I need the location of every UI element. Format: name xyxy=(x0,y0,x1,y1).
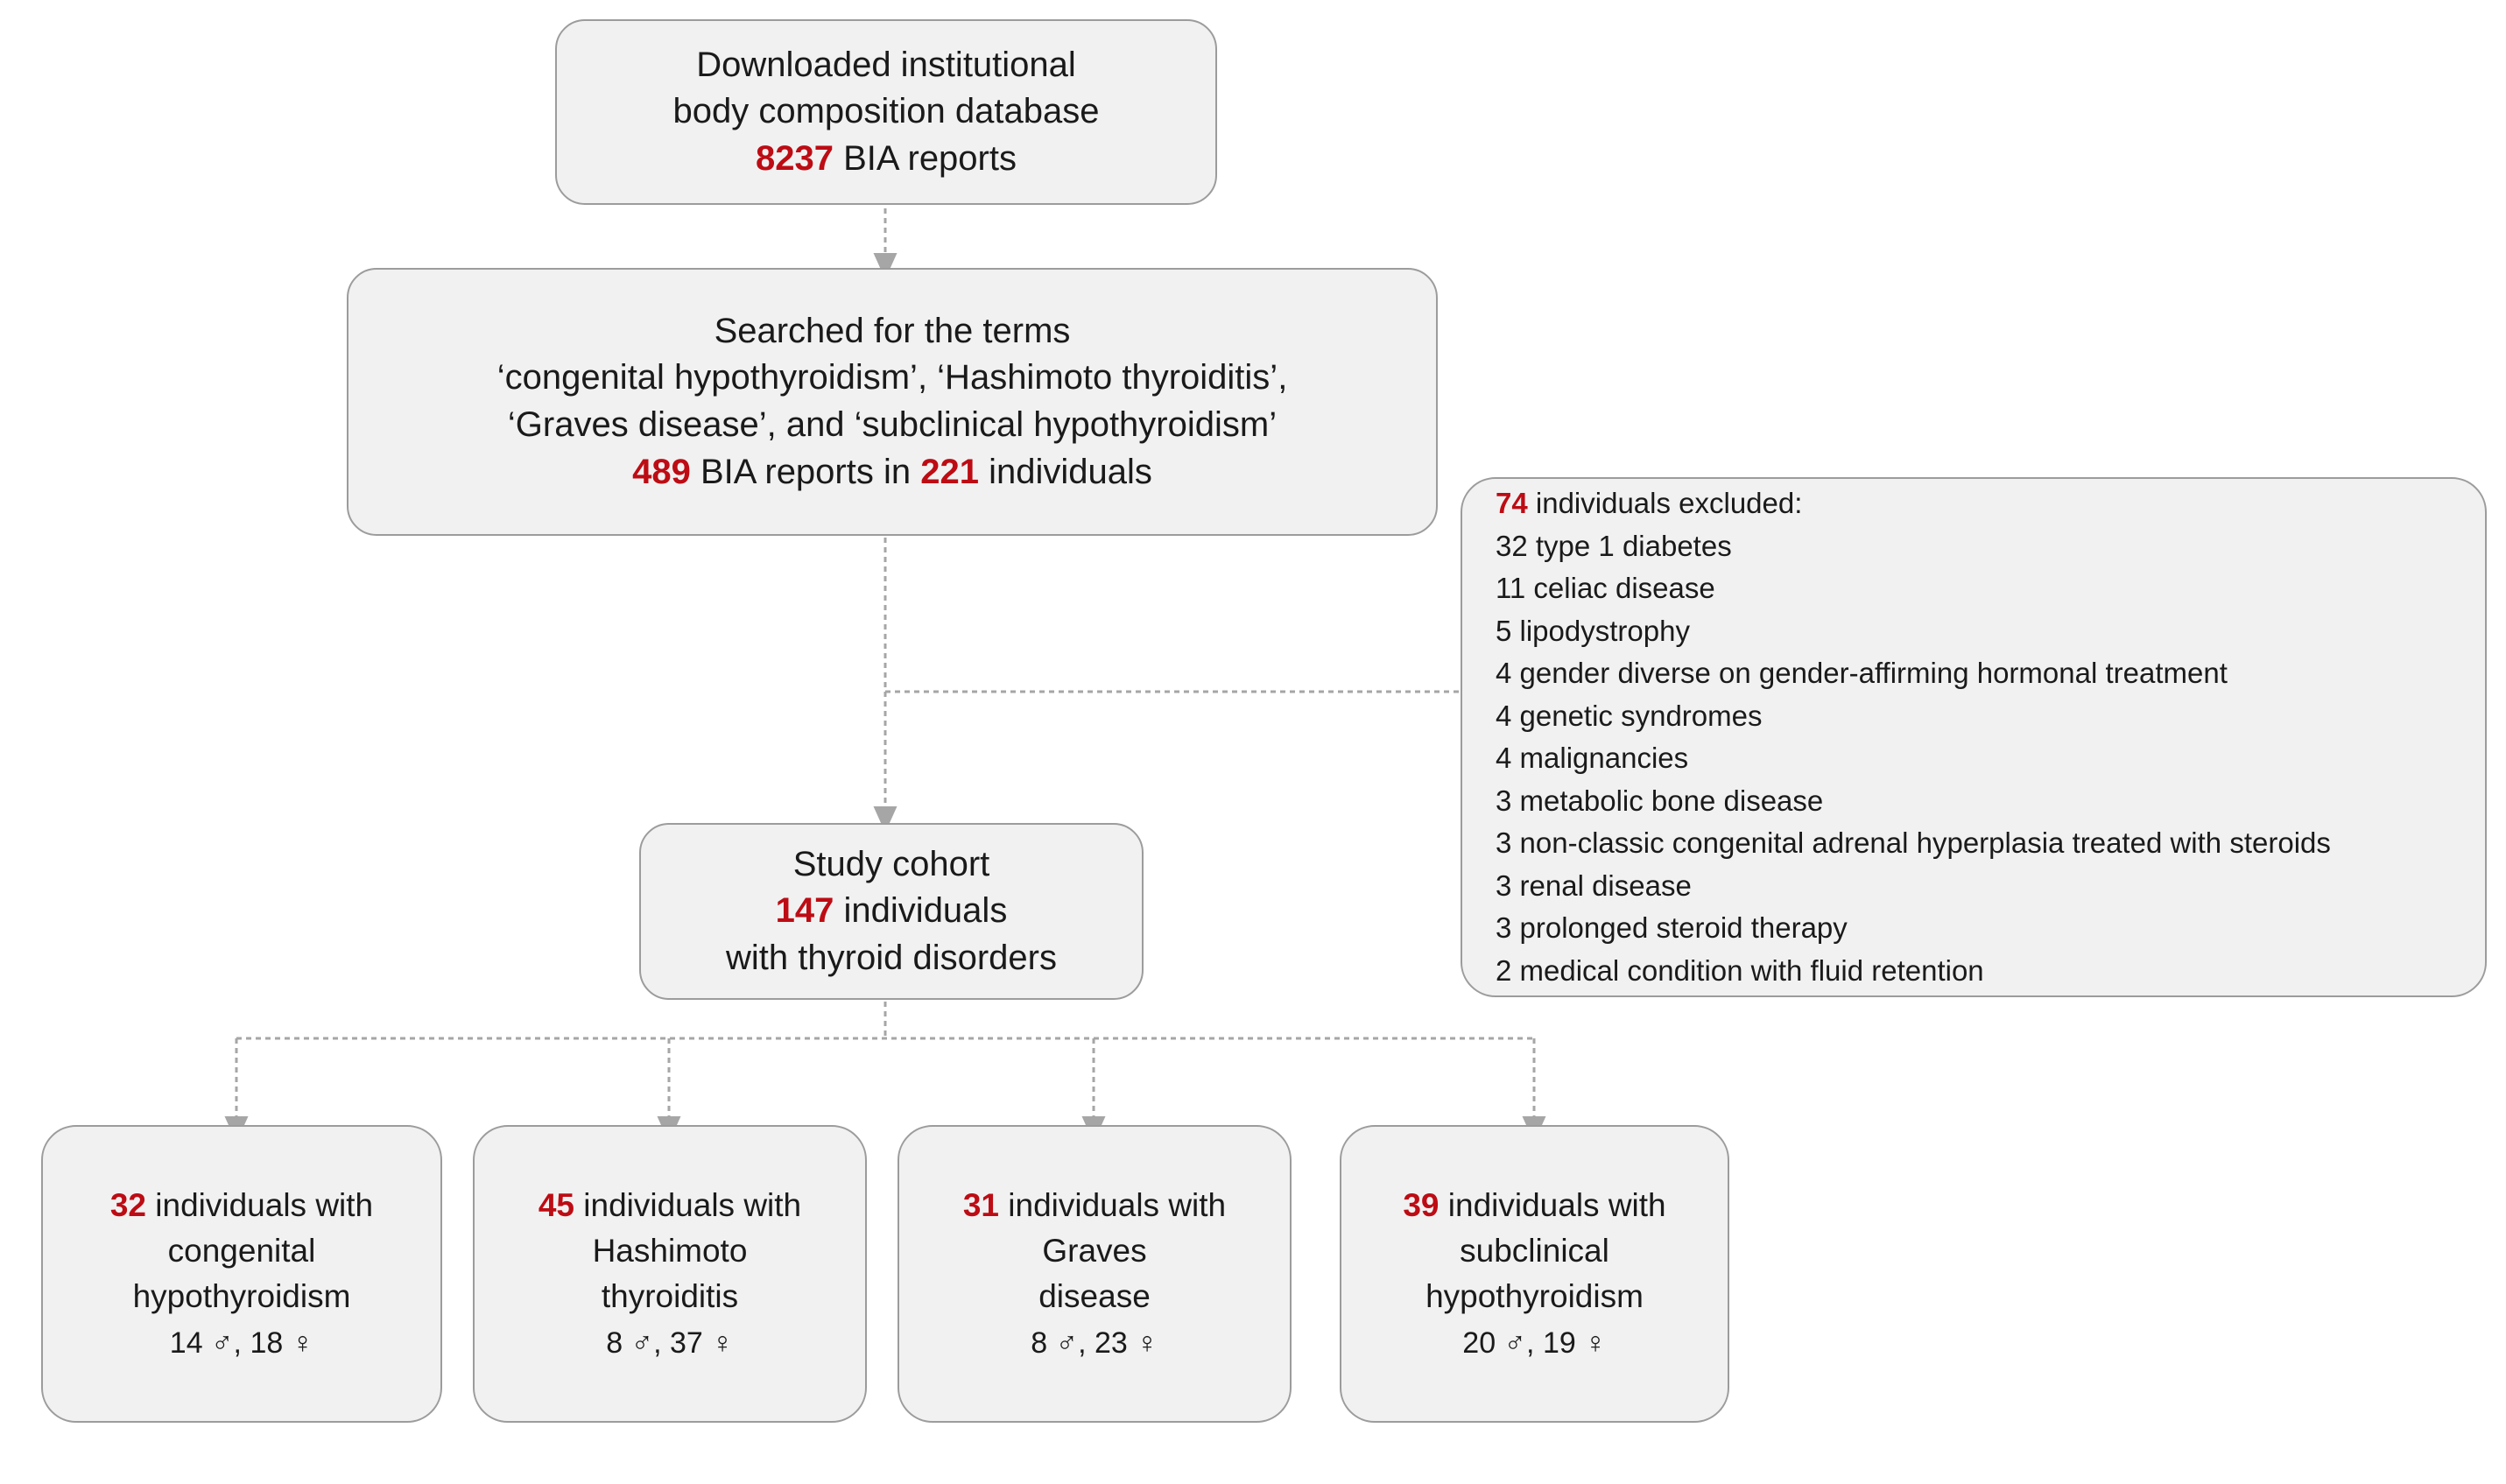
group-head-label: individuals with xyxy=(999,1187,1227,1224)
cohort-line-3: with thyroid disorders xyxy=(726,938,1057,977)
source-line-2: body composition database xyxy=(672,92,1100,131)
node-search-terms: Searched for the terms ‘congenital hypot… xyxy=(347,268,1438,536)
group-count: 31 xyxy=(962,1187,999,1224)
excluded-item: 2 medical condition with fluid retention xyxy=(1496,953,1984,987)
group-head-label: individuals with xyxy=(1439,1187,1666,1224)
excluded-item: 3 renal disease xyxy=(1496,869,1692,902)
node-group-congenital-hypothyroidism: 32 individuals with congenital hypothyro… xyxy=(41,1125,442,1423)
cohort-line-1: Study cohort xyxy=(792,844,990,883)
group-head-label: individuals with xyxy=(574,1187,802,1224)
source-line-1: Downloaded institutional xyxy=(696,45,1076,84)
group-sex-breakdown: 8 ♂, 23 ♀ xyxy=(1031,1326,1158,1361)
search-reports-count: 489 xyxy=(632,452,691,491)
group-name-line-1: subclinical xyxy=(1460,1232,1609,1269)
group-name-line-2: thyroiditis xyxy=(601,1277,739,1314)
excluded-total-count: 74 xyxy=(1496,487,1528,519)
group-name-line-1: Graves xyxy=(1042,1232,1147,1269)
node-group-hashimoto-thyroiditis: 45 individuals with Hashimoto thyroiditi… xyxy=(473,1125,867,1423)
group-head-label: individuals with xyxy=(146,1187,374,1224)
group-head: 31 individuals with xyxy=(963,1183,1226,1228)
excluded-item: 11 celiac disease xyxy=(1496,572,1715,604)
node-study-cohort: Study cohort 147 individuals with thyroi… xyxy=(639,823,1144,1000)
search-individuals-count: 221 xyxy=(920,452,979,491)
group-head: 32 individuals with xyxy=(110,1183,373,1228)
excluded-item: 3 prolonged steroid therapy xyxy=(1496,911,1848,944)
node-source-database: Downloaded institutional body compositio… xyxy=(555,19,1217,205)
excluded-item: 4 malignancies xyxy=(1496,742,1689,774)
group-count: 45 xyxy=(538,1187,574,1224)
node-group-subclinical-hypothyroidism: 39 individuals with subclinical hypothyr… xyxy=(1340,1125,1729,1423)
group-name-line-2: disease xyxy=(1038,1277,1151,1314)
cohort-count-label: individuals xyxy=(834,891,1008,931)
cohort-line-2: 147 individuals xyxy=(776,888,1008,935)
group-name-line-1: congenital xyxy=(167,1232,316,1269)
source-line-3: 8237 BIA reports xyxy=(756,136,1017,183)
group-count: 39 xyxy=(1403,1187,1440,1224)
group-sex-breakdown: 20 ♂, 19 ♀ xyxy=(1462,1326,1607,1361)
group-count: 32 xyxy=(109,1187,146,1224)
node-excluded-individuals: 74 individuals excluded: 32 type 1 diabe… xyxy=(1461,477,2487,997)
group-name-line-1: Hashimoto xyxy=(592,1232,748,1269)
excluded-item: 4 gender diverse on gender-affirming hor… xyxy=(1496,657,2228,689)
search-line-1: Searched for the terms xyxy=(714,311,1071,350)
group-sex-breakdown: 14 ♂, 18 ♀ xyxy=(169,1326,314,1361)
excluded-item: 32 type 1 diabetes xyxy=(1496,529,1732,562)
excluded-item: 5 lipodystrophy xyxy=(1496,614,1690,647)
excluded-item: 4 genetic syndromes xyxy=(1496,699,1763,732)
search-mid-text: BIA reports in xyxy=(690,452,921,491)
source-report-count: 8237 xyxy=(756,138,834,178)
search-line-4: 489 BIA reports in 221 individuals xyxy=(632,449,1152,496)
excluded-item: 3 metabolic bone disease xyxy=(1496,784,1824,817)
search-line-2: ‘congenital hypothyroidism’, ‘Hashimoto … xyxy=(496,358,1288,397)
search-line-3: ‘Graves disease’, and ‘subclinical hypot… xyxy=(507,405,1278,444)
group-sex-breakdown: 8 ♂, 37 ♀ xyxy=(606,1326,734,1361)
group-name-line-2: hypothyroidism xyxy=(1425,1277,1644,1314)
excluded-header-label: individuals excluded: xyxy=(1527,487,1803,519)
cohort-count: 147 xyxy=(775,891,834,931)
group-name-line-2: hypothyroidism xyxy=(132,1277,351,1314)
excluded-item: 3 non-classic congenital adrenal hyperpl… xyxy=(1496,826,2331,859)
group-head: 39 individuals with xyxy=(1403,1183,1665,1228)
node-group-graves-disease: 31 individuals with Graves disease 8 ♂, … xyxy=(898,1125,1292,1423)
search-tail-text: individuals xyxy=(978,452,1152,491)
source-report-label: BIA reports xyxy=(834,138,1017,178)
excluded-header: 74 individuals excluded: xyxy=(1496,482,1802,525)
group-head: 45 individuals with xyxy=(539,1183,801,1228)
